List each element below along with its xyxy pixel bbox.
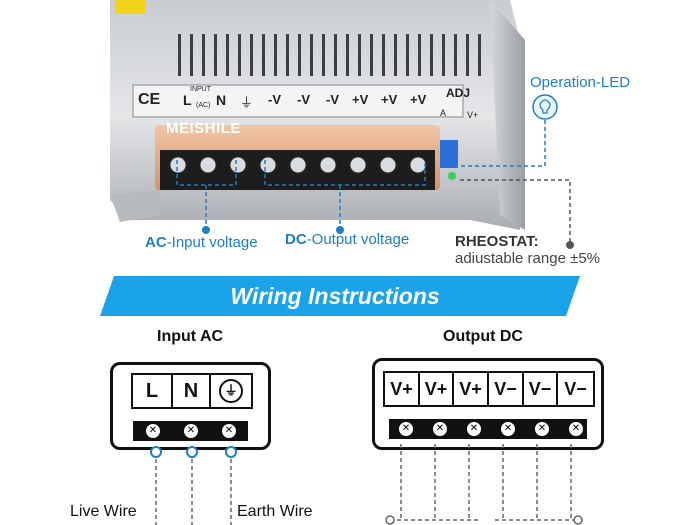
output-terminal-5: V− — [524, 373, 558, 405]
rheostat-knob — [440, 140, 458, 168]
photo-terminal-6: +V — [410, 92, 427, 107]
earth-icon: ⏚ — [219, 379, 243, 403]
ac-input-label: AC-Input voltage — [145, 234, 258, 251]
ac-prefix: AC — [145, 234, 167, 251]
screw-icon: ✕ — [568, 421, 584, 437]
input-ac-diagram: L N ⏚ ✕ ✕ ✕ — [110, 362, 271, 450]
input-terminal-l: L — [133, 375, 173, 407]
screw-icon: ✕ — [398, 421, 414, 437]
input-terminal-n: N — [173, 375, 211, 407]
output-dc-diagram: V+ V+ V+ V− V− V− ✕ ✕ ✕ ✕ ✕ ✕ — [372, 358, 604, 450]
adj-a-label: A — [440, 108, 447, 118]
screw-icon: ✕ — [534, 421, 550, 437]
photo-terminal-4: +V — [352, 92, 369, 107]
photo-terminal-3: -V — [326, 92, 339, 107]
operation-led-light — [448, 172, 456, 180]
output-terminal-3: V+ — [454, 373, 489, 405]
earth-icon: ⏚ — [240, 95, 254, 110]
screw-icon: ✕ — [432, 421, 448, 437]
ce-mark: CE — [138, 91, 161, 108]
screw-icon: ✕ — [145, 423, 161, 439]
ac-suffix: -Input voltage — [166, 234, 258, 251]
output-screw-bar: ✕ ✕ ✕ ✕ ✕ ✕ — [389, 419, 587, 439]
dc-suffix: -Output voltage — [306, 231, 410, 248]
input-screw-bar: ✕ ✕ ✕ — [133, 421, 248, 441]
live-wire-label: Live Wire — [70, 503, 137, 520]
output-terminal-row: V+ V+ V+ V− V− V− — [383, 371, 595, 407]
photo-terminal-1: -V — [268, 92, 281, 107]
earth-wire-label: Earth Wire — [237, 503, 313, 520]
adj-vplus-label: V+ — [467, 110, 479, 120]
mount-flange — [110, 190, 160, 222]
input-terminal-row: L N ⏚ — [131, 373, 253, 409]
dc-output-label: DC-Output voltage — [285, 231, 409, 248]
brand-label: MEISHILE — [166, 120, 241, 137]
terminal-screws — [169, 156, 427, 174]
input-ac-heading: Input AC — [157, 328, 224, 345]
photo-terminal-2: -V — [297, 92, 310, 107]
banner-title: Wiring Instructions — [230, 283, 440, 309]
output-terminal-4: V− — [489, 373, 524, 405]
vent-slots — [178, 34, 481, 76]
adj-label: ADJ — [446, 86, 471, 100]
rheostat-desc: adiustable range ±5% — [455, 250, 600, 267]
input-small-label: INPUT — [190, 86, 211, 93]
input-terminal-earth: ⏚ — [211, 375, 251, 407]
input-ac-small-label: (AC) — [196, 102, 211, 109]
callout-lines — [176, 120, 546, 230]
terminal-label-strip — [132, 84, 464, 118]
housing-side — [490, 0, 525, 230]
dc-prefix: DC — [285, 231, 307, 248]
rheostat-title: RHEOSTAT: — [455, 233, 539, 250]
screw-icon: ✕ — [466, 421, 482, 437]
output-terminal-2: V+ — [420, 373, 454, 405]
label-sticker — [115, 0, 145, 14]
input-wires — [150, 446, 237, 525]
wiring-banner — [100, 276, 580, 316]
photo-terminal-5: +V — [381, 92, 398, 107]
screw-icon: ✕ — [221, 423, 237, 439]
led-bulb-icon — [532, 94, 558, 120]
photo-terminal-n: N — [216, 92, 227, 108]
output-terminal-1: V+ — [385, 373, 420, 405]
output-terminal-6: V− — [564, 378, 587, 399]
screw-icon: ✕ — [183, 423, 199, 439]
rheostat-note: RHEOSTAT: adiustable range ±5% — [455, 233, 600, 267]
output-wires — [385, 444, 585, 525]
output-dc-heading: Output DC — [443, 328, 523, 345]
screw-icon: ✕ — [500, 421, 516, 437]
operation-led-label: Operation-LED — [530, 74, 631, 91]
power-supply-photo — [110, 0, 574, 249]
photo-terminal-l: L — [183, 92, 192, 108]
